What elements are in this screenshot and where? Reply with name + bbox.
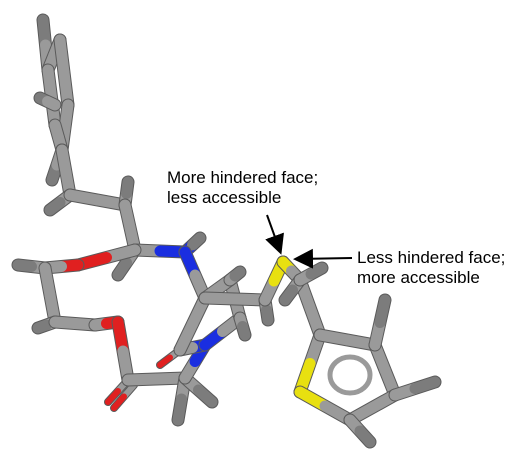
arrow-more-hindered — [265, 214, 284, 255]
bond — [261, 304, 274, 326]
bond — [193, 384, 218, 408]
bond — [279, 284, 298, 306]
bond — [111, 393, 127, 411]
bond — [44, 197, 66, 216]
bond — [187, 232, 206, 251]
bond — [105, 388, 121, 405]
less-hindered-line2: more accessible — [357, 268, 480, 287]
more-hindered-label: More hindered face; less accessible — [167, 168, 318, 208]
more-hindered-line1: More hindered face; — [167, 168, 319, 187]
bond — [32, 319, 52, 334]
more-hindered-line2: less accessible — [167, 188, 282, 207]
bond — [42, 96, 61, 111]
bond — [305, 262, 328, 280]
bond — [229, 266, 246, 282]
annotation-arrows — [265, 214, 353, 269]
aromatic-ring — [327, 354, 373, 396]
bond — [12, 259, 37, 272]
bond — [112, 257, 132, 281]
bond — [237, 321, 251, 341]
bond — [121, 176, 134, 199]
less-hindered-label: Less hindered face; more accessible — [357, 248, 505, 288]
bond — [374, 294, 391, 328]
bonds-layer — [11, 13, 442, 449]
arrow-less-hindered — [293, 248, 353, 269]
bond — [172, 393, 187, 426]
bond — [354, 425, 376, 448]
bond — [157, 354, 173, 368]
bond — [409, 376, 441, 394]
less-hindered-line1: Less hindered face; — [357, 248, 506, 267]
